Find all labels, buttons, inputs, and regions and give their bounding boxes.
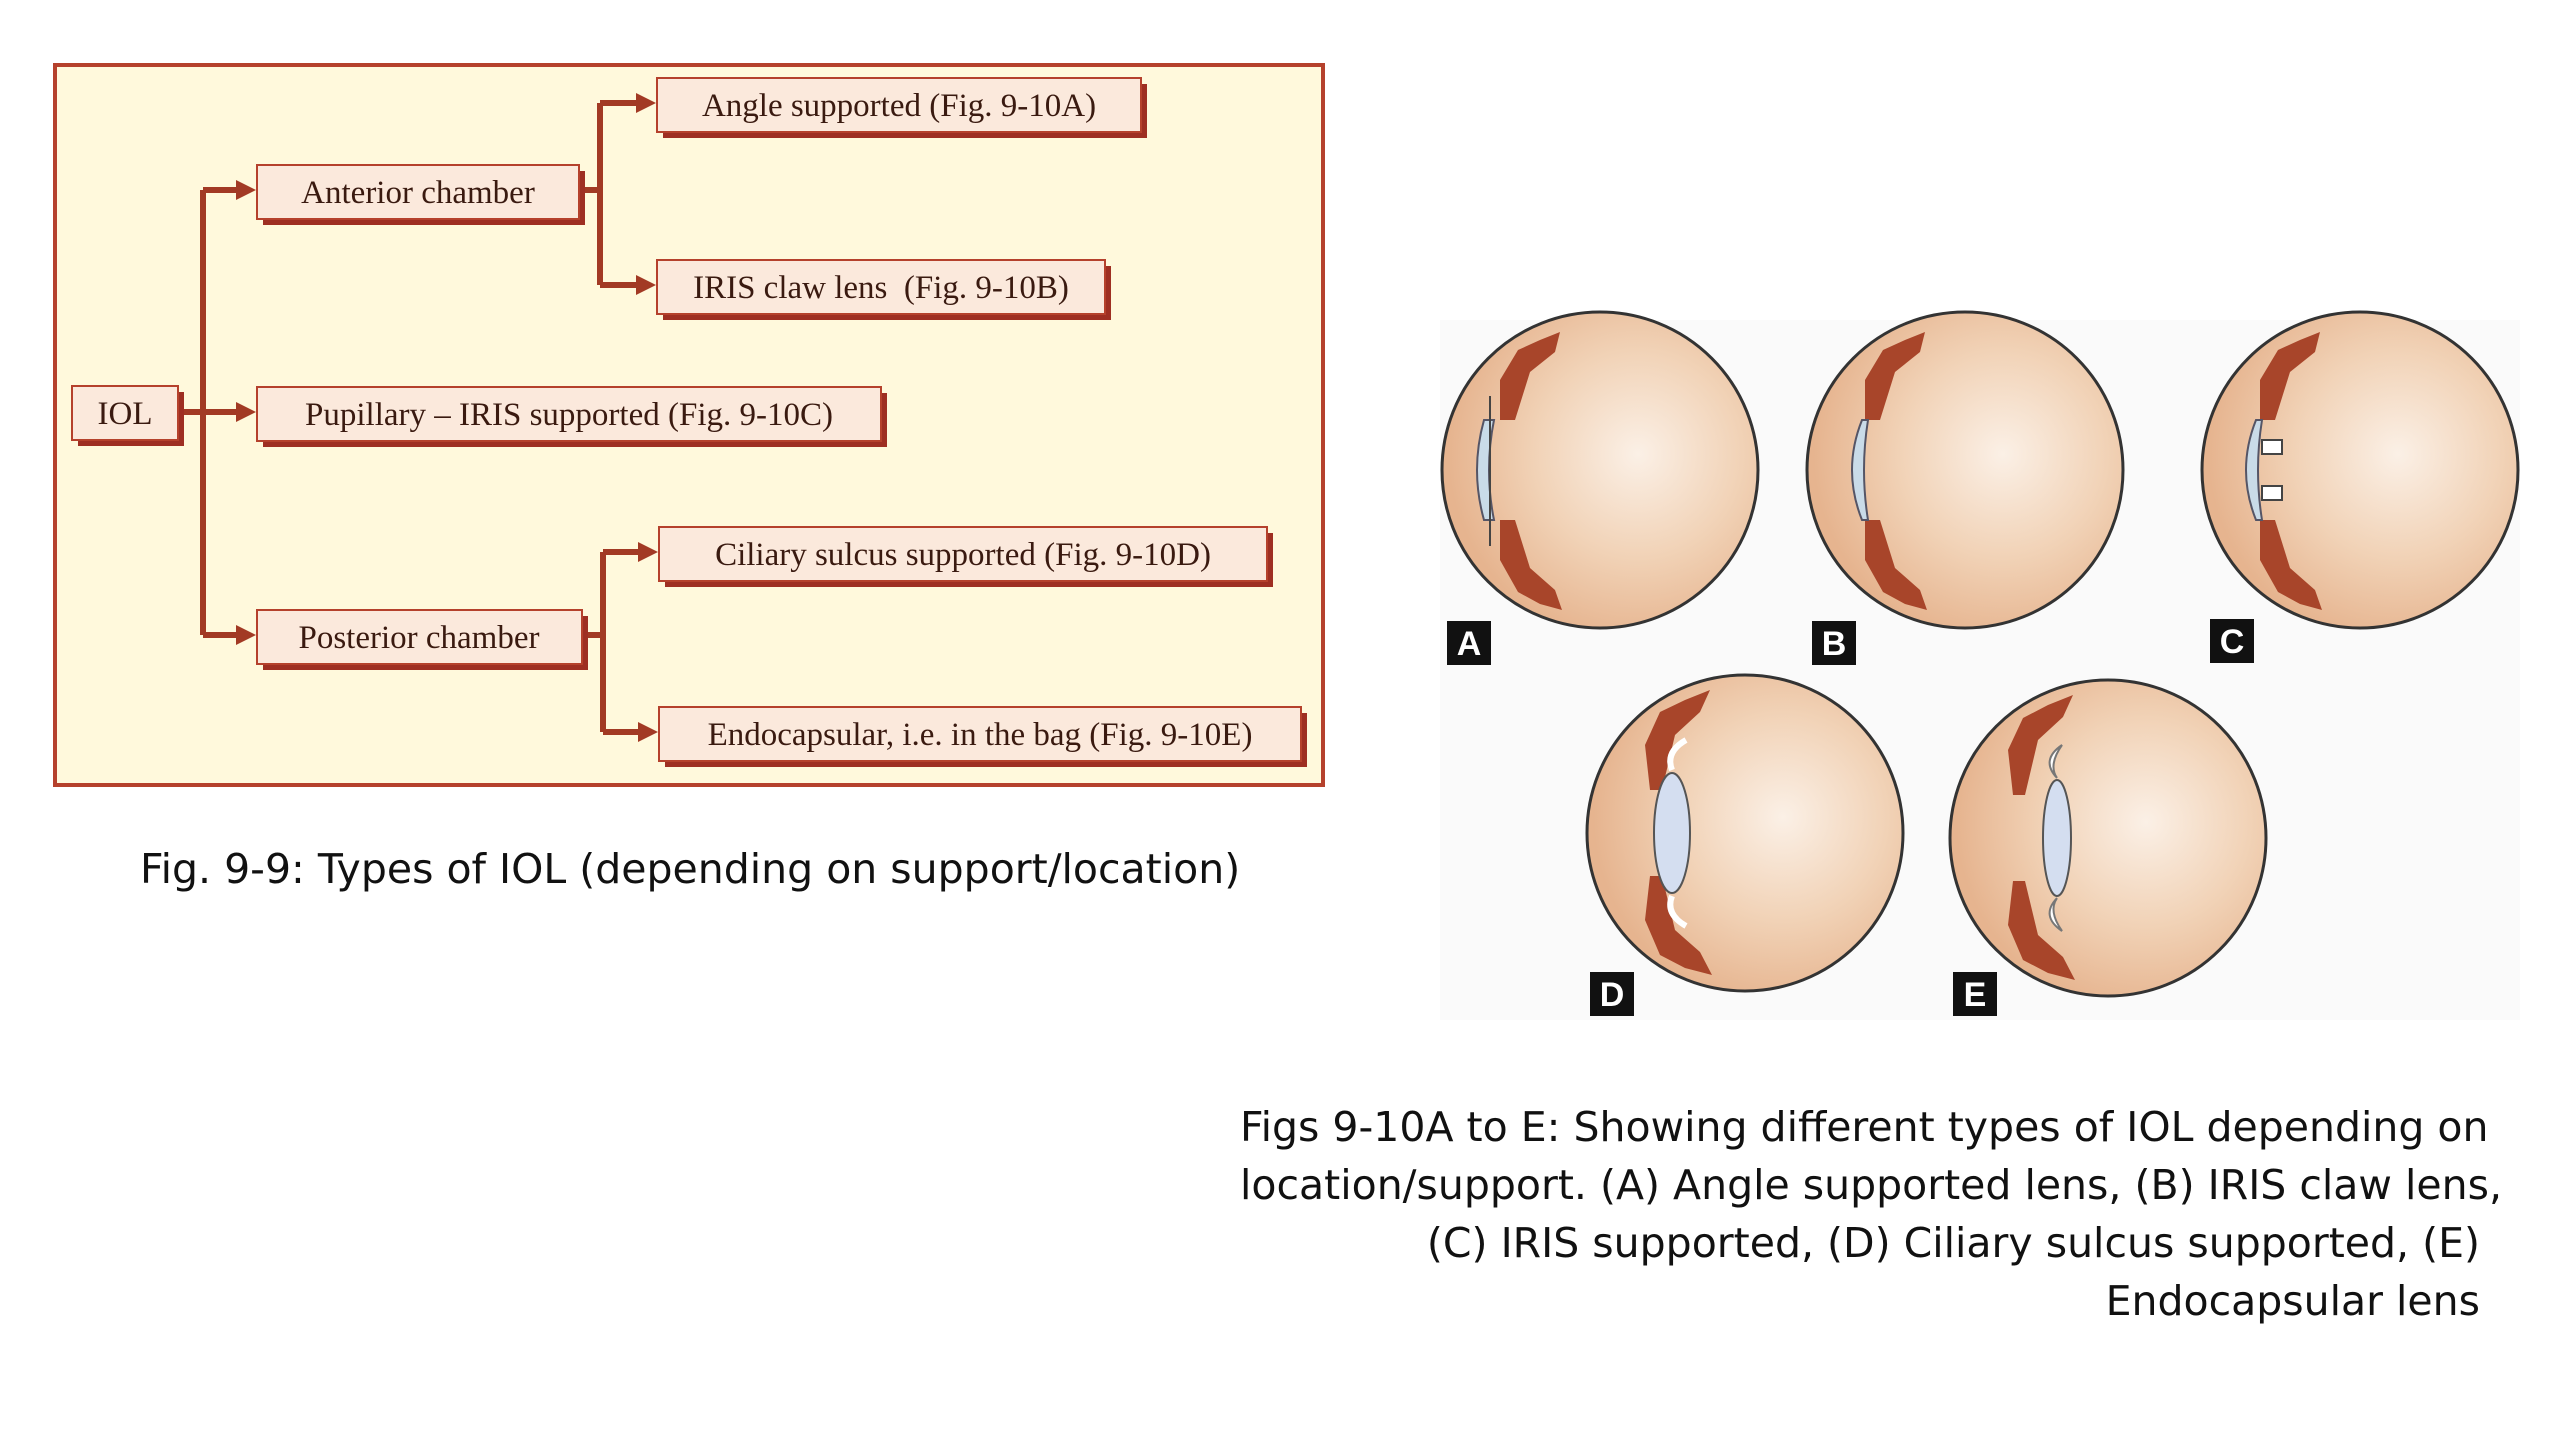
node-iris-claw: IRIS claw lens (Fig. 9-10B) xyxy=(656,259,1111,320)
arrowhead-posterior xyxy=(236,625,256,645)
arrowhead-pupillary xyxy=(236,402,256,422)
node-angle-label: Angle supported (Fig. 9-10A) xyxy=(702,88,1096,124)
eye-figures-caption: Figs 9-10A to E: Showing different types… xyxy=(1240,1098,2502,1330)
node-anterior-chamber: Anterior chamber xyxy=(256,164,585,225)
eye-figures: A B C D E xyxy=(1440,310,2520,1020)
eye-caption-line-2: location/support. (A) Angle supported le… xyxy=(1240,1161,2502,1209)
node-posterior-chamber: Posterior chamber xyxy=(256,609,588,670)
arrowhead-endocapsular xyxy=(638,722,658,742)
arrowhead-iris-claw xyxy=(636,275,656,295)
eye-label-b: B xyxy=(1822,625,1847,663)
eye-d-ciliary-sulcus xyxy=(1585,673,1905,993)
eye-label-a: A xyxy=(1457,625,1482,663)
eye-b-iris-claw xyxy=(1805,310,2125,630)
node-iol: IOL xyxy=(71,385,184,446)
iol-flowchart: IOL Anterior chamber Pupillary – IRIS su… xyxy=(53,63,1325,787)
eye-label-c-badge xyxy=(2210,619,2254,663)
node-angle-supported: Angle supported (Fig. 9-10A) xyxy=(656,77,1147,138)
node-endocapsular: Endocapsular, i.e. in the bag (Fig. 9-10… xyxy=(658,706,1307,767)
eye-c-iris-supported xyxy=(2200,310,2520,630)
arrowhead-angle xyxy=(636,93,656,113)
node-ciliary-sulcus: Ciliary sulcus supported (Fig. 9-10D) xyxy=(658,526,1273,587)
eye-label-d: D xyxy=(1600,976,1625,1014)
flowchart-arrowheads xyxy=(236,93,658,742)
arrowhead-ciliary xyxy=(638,542,658,562)
node-pupillary: Pupillary – IRIS supported (Fig. 9-10C) xyxy=(256,386,887,447)
node-iol-label: IOL xyxy=(98,396,153,432)
eye-label-c: C xyxy=(2220,623,2245,661)
eye-a-angle-supported xyxy=(1440,310,1760,630)
eye-caption-line-1: Figs 9-10A to E: Showing different types… xyxy=(1240,1103,2489,1151)
flowchart-caption: Fig. 9-9: Types of IOL (depending on sup… xyxy=(140,845,1241,893)
eye-caption-line-4: Endocapsular lens xyxy=(2105,1277,2480,1325)
node-iris-claw-label: IRIS claw lens (Fig. 9-10B) xyxy=(693,270,1069,306)
node-posterior-label: Posterior chamber xyxy=(298,620,539,656)
eye-label-e: E xyxy=(1964,976,1987,1014)
eye-label-e-badge xyxy=(1953,972,1997,1016)
eye-label-b-badge xyxy=(1812,621,1856,665)
eye-caption-line-3: (C) IRIS supported, (D) Ciliary sulcus s… xyxy=(1426,1219,2480,1267)
eye-label-d-badge xyxy=(1590,972,1634,1016)
node-pupillary-label: Pupillary – IRIS supported (Fig. 9-10C) xyxy=(305,397,833,433)
arrowhead-anterior xyxy=(236,180,256,200)
node-endocapsular-label: Endocapsular, i.e. in the bag (Fig. 9-10… xyxy=(708,717,1253,753)
node-anterior-label: Anterior chamber xyxy=(301,175,535,211)
eye-label-a-badge xyxy=(1447,621,1491,665)
node-ciliary-label: Ciliary sulcus supported (Fig. 9-10D) xyxy=(715,537,1211,573)
eye-e-endocapsular xyxy=(1948,678,2268,998)
